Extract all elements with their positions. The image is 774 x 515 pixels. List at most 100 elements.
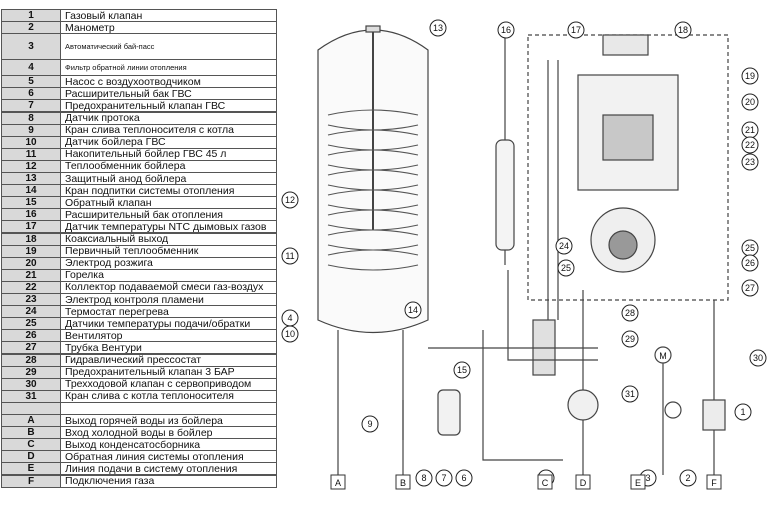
svg-text:17: 17 [571, 25, 581, 35]
svg-text:27: 27 [745, 283, 755, 293]
legend-row-number: 24 [2, 306, 61, 318]
legend-row-number: E [2, 463, 61, 475]
legend-row-number: 11 [2, 148, 61, 160]
legend-row-number: 2 [2, 22, 61, 34]
callout-17: 17 [567, 21, 585, 39]
legend-row-text: Линия подачи в систему отопления [65, 463, 238, 475]
legend-row-text: Кран слива теплоносителя с котла [65, 124, 234, 136]
dhw-expansion-tank [437, 389, 461, 436]
svg-text:14: 14 [408, 305, 418, 315]
legend-row-text [65, 403, 274, 414]
svg-text:3: 3 [645, 473, 650, 483]
legend-row-number: 8 [2, 112, 61, 124]
legend-row-number: 19 [2, 245, 61, 257]
callout-27: 27 [741, 279, 759, 297]
legend-row-number: 6 [2, 88, 61, 100]
callout-7: 7 [435, 469, 453, 487]
svg-text:30: 30 [753, 353, 763, 363]
legend-row-text: Предохранительный клапан 3 БАР [65, 366, 235, 378]
legend-row-text: Выход горячей воды из бойлера [65, 415, 223, 427]
burner [602, 114, 654, 161]
callout-10: 10 [281, 325, 299, 343]
svg-text:9: 9 [367, 419, 372, 429]
callout-16: 16 [497, 21, 515, 39]
callout-26: 26 [741, 254, 759, 272]
legend-row-number: B [2, 427, 61, 439]
legend-row-text: Коллектор подаваемой смеси газ-воздух [65, 281, 264, 293]
connector-A: A [330, 474, 346, 490]
svg-text:13: 13 [433, 23, 443, 33]
legend-row-text: Обратная линия системы отопления [65, 451, 244, 463]
legend-row-text: Датчик бойлера ГВС [65, 136, 166, 148]
svg-text:A: A [335, 478, 341, 488]
svg-text:8: 8 [421, 473, 426, 483]
legend-row-text: Первичный теплообменник [65, 245, 199, 257]
callout-31: 31 [621, 385, 639, 403]
callout-11: 11 [281, 247, 299, 265]
svg-text:21: 21 [745, 125, 755, 135]
legend-row-text: Газовый клапан [65, 10, 143, 22]
callout-19: 19 [741, 67, 759, 85]
legend-row-number: D [2, 451, 61, 463]
callout-30: 30 [749, 349, 767, 367]
legend-row-number [2, 402, 61, 414]
legend-row-text: Защитный анод бойлера [65, 173, 187, 185]
callout-9: 9 [361, 415, 379, 433]
legend-row-number: 16 [2, 209, 61, 221]
callout-6: 6 [455, 469, 473, 487]
legend-row-number: A [2, 415, 61, 427]
svg-text:6: 6 [461, 473, 466, 483]
svg-text:25: 25 [561, 263, 571, 273]
callout-25: 25 [741, 239, 759, 257]
valve-motor-label: M [659, 351, 667, 361]
heating-expansion-tank [495, 139, 515, 251]
callout-15: 15 [453, 361, 471, 379]
svg-text:12: 12 [285, 195, 295, 205]
connector-B: B [395, 474, 411, 490]
legend-row-number: 1 [2, 10, 61, 22]
callout-12: 12 [281, 191, 299, 209]
callout-24: 24 [555, 237, 573, 255]
legend-row-number: 9 [2, 124, 61, 136]
legend-row-number: 17 [2, 221, 61, 233]
legend-row-text: Вход холодной воды в бойлер [65, 427, 213, 439]
svg-text:11: 11 [285, 251, 294, 261]
callout-2: 2 [679, 469, 697, 487]
legend-row-text: Электрод контроля пламени [65, 294, 204, 306]
legend-row-text: Электрод розжига [65, 257, 153, 269]
legend-row-text: Гидравлический прессостат [65, 354, 202, 366]
legend-row-text: Выход конденсатосборника [65, 439, 201, 451]
legend-row-text: Термостат перегрева [65, 306, 169, 318]
legend-row-number: 28 [2, 354, 61, 366]
legend-row-number: 14 [2, 185, 61, 197]
legend-row-number: C [2, 439, 61, 451]
callout-18: 18 [674, 21, 692, 39]
legend-row-text: Манометр [65, 22, 115, 34]
svg-text:10: 10 [285, 329, 295, 339]
legend-row-number: 12 [2, 160, 61, 172]
legend-row-text: Расширительный бак отопления [65, 209, 223, 221]
legend-row-text: Трехходовой клапан с сервоприводом [65, 378, 252, 390]
legend-row-number: 22 [2, 281, 61, 293]
svg-text:F: F [711, 478, 717, 488]
legend-row-text: Датчик протока [65, 112, 140, 124]
legend-row-number: 7 [2, 100, 61, 112]
legend-row-number: 4 [2, 60, 61, 76]
callout-13: 13 [429, 19, 447, 37]
svg-text:2: 2 [685, 473, 690, 483]
boiler-schematic: 1234567891011121314151617181920212223242… [281, 19, 767, 490]
callout-22: 22 [741, 136, 759, 154]
legend-row-text: Кран слива с котла теплоносителя [65, 390, 234, 402]
callout-8: 8 [415, 469, 433, 487]
legend-row-text: Кран подпитки системы отопления [65, 185, 235, 197]
legend-row: 14 Кран подпитки системы отопления [1, 184, 277, 198]
legend-row-number: 23 [2, 294, 61, 306]
legend-row-text: Автоматический бай-пасс [65, 42, 155, 52]
svg-text:25: 25 [745, 243, 755, 253]
svg-text:23: 23 [745, 157, 755, 167]
legend-row-text: Датчик температуры NTC дымовых газов [65, 221, 267, 233]
circulation-pump [567, 389, 599, 421]
